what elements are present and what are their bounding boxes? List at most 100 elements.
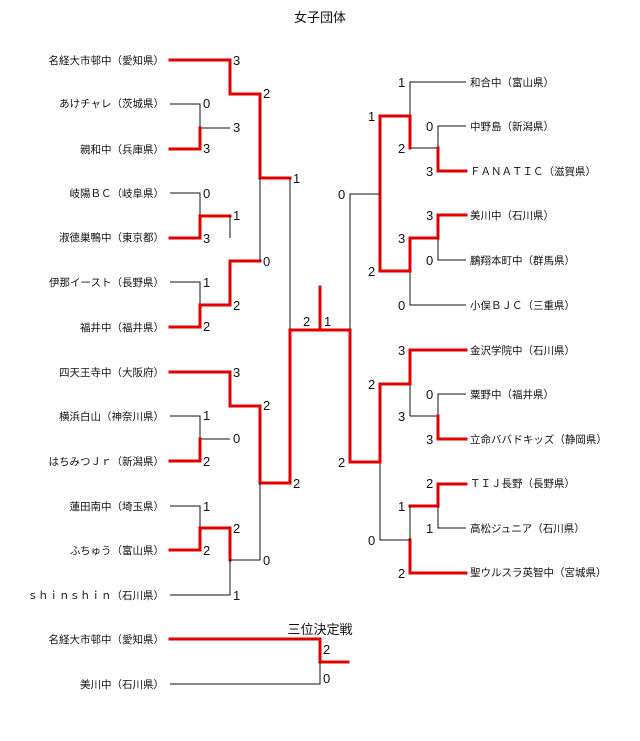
final-score-right: 1 <box>324 314 331 329</box>
bracket-line <box>437 238 466 261</box>
score: 3 <box>426 208 433 223</box>
third-place-score-2: 0 <box>323 671 330 686</box>
left-team-11: 蓮田南中（埼玉県） <box>70 500 165 513</box>
left-match-d <box>168 505 260 596</box>
bracket-line <box>410 125 466 149</box>
third-place-score-1: 2 <box>323 642 330 657</box>
winner-line <box>168 126 202 151</box>
bracket-line <box>170 281 201 305</box>
score: 2 <box>426 476 433 491</box>
score: 0 <box>233 431 240 446</box>
left-match-a <box>168 58 262 151</box>
score: 2 <box>368 264 375 279</box>
third-place-team-1: 名経大市邨中（愛知県） <box>49 633 165 646</box>
bracket-line <box>170 662 321 685</box>
score: 3 <box>398 409 405 424</box>
score: 2 <box>293 476 300 491</box>
right-team-7: 金沢学院中（石川県） <box>470 344 575 357</box>
score: 1 <box>398 499 405 514</box>
winner-line <box>318 328 382 464</box>
score: 0 <box>203 186 210 201</box>
winner-line <box>288 285 322 485</box>
right-match-c <box>378 348 468 464</box>
left-team-6: 伊那イースト（長野県） <box>49 277 164 289</box>
winner-line <box>258 92 292 180</box>
left-team-4: 岐陽ＢＣ（岐阜県） <box>70 187 165 200</box>
left-team-10: はちみつＪｒ（新潟県） <box>49 455 165 468</box>
score: 3 <box>203 141 210 156</box>
score: 2 <box>233 298 240 313</box>
right-team-8: 粟野中（福井県） <box>470 388 554 401</box>
score: 3 <box>233 365 240 380</box>
right-team-1: 和合中（富山県） <box>470 76 554 89</box>
bracket-line <box>410 393 466 417</box>
score: 1 <box>203 275 210 290</box>
score: 0 <box>263 553 270 568</box>
bracket-line <box>409 271 466 306</box>
score: 0 <box>426 253 433 268</box>
score: 3 <box>233 120 240 135</box>
scores-right-round2: 2 3 3 1 <box>398 141 405 514</box>
score: 3 <box>426 164 433 179</box>
score: 2 <box>398 566 405 581</box>
left-team-1: 名経大市邨中（愛知県） <box>49 54 165 67</box>
score: 1 <box>293 171 300 186</box>
score: 2 <box>398 141 405 156</box>
left-team-3: 親和中（兵庫県） <box>80 143 164 156</box>
bracket-title: 女子団体 <box>294 10 346 26</box>
score: 2 <box>233 521 240 536</box>
score: 3 <box>398 343 405 358</box>
third-place-team-2: 美川中（石川県） <box>80 678 164 691</box>
winner-line <box>408 348 468 386</box>
score: 2 <box>263 398 270 413</box>
score: 2 <box>368 377 375 392</box>
score: 3 <box>233 53 240 68</box>
score: 0 <box>398 298 405 313</box>
score: 3 <box>203 231 210 246</box>
right-match-a <box>378 81 468 196</box>
left-team-13: ｓｈｉｎｓｈｉｎ（石川県） <box>28 590 165 602</box>
right-team-2: 中野島（新潟県） <box>470 120 554 133</box>
score: 2 <box>338 455 345 470</box>
winner-line <box>168 437 202 463</box>
score: 2 <box>203 454 210 469</box>
score: 2 <box>263 86 270 101</box>
final-score-left: 2 <box>303 314 310 329</box>
score: 0 <box>203 96 210 111</box>
right-team-10: ＴＩＪ長野（長野県） <box>470 478 575 490</box>
right-match-d <box>379 462 468 575</box>
score: 1 <box>398 75 405 90</box>
score: 3 <box>426 432 433 447</box>
score: 1 <box>233 588 240 603</box>
right-team-6: 小俣ＢＪＣ（三重県） <box>470 299 575 312</box>
right-team-4: 美川中（石川県） <box>470 209 554 222</box>
right-match-b <box>378 192 468 306</box>
left-team-5: 淑徳巣鴨中（東京都） <box>59 231 164 244</box>
bracket-line <box>170 415 230 440</box>
score: 0 <box>426 119 433 134</box>
left-team-7: 福井中（福井県） <box>80 321 164 334</box>
scores-left-round2: 2 0 2 0 <box>263 86 270 568</box>
right-team-12: 聖ウルスラ英智中（宮城県） <box>470 566 607 579</box>
winner-line <box>378 114 412 196</box>
winner-line <box>168 214 232 240</box>
score: 1 <box>203 408 210 423</box>
right-team-3: ＦＡＮＡＴＩＣ（滋賀県） <box>470 165 596 178</box>
score: 1 <box>203 499 210 514</box>
winner-line <box>436 414 468 441</box>
score: 1 <box>426 521 433 536</box>
left-team-8: 四天王寺中（大阪府） <box>59 366 164 379</box>
scores-right-semifinal: 0 2 <box>338 187 345 470</box>
winner-line <box>408 482 468 508</box>
score: 2 <box>203 543 210 558</box>
bracket-line <box>437 506 466 529</box>
score: 1 <box>368 109 375 124</box>
right-team-9: 立命ババドキッズ（静岡県） <box>470 433 607 446</box>
left-team-9: 横浜白山（神奈川県） <box>59 410 164 423</box>
score: 3 <box>398 231 405 246</box>
scores-right-round3: 1 2 2 0 <box>368 109 375 548</box>
score: 0 <box>368 533 375 548</box>
bracket-line <box>170 192 201 216</box>
scores-right-round1: 1 0 3 3 0 0 3 0 3 2 1 2 <box>398 75 433 581</box>
